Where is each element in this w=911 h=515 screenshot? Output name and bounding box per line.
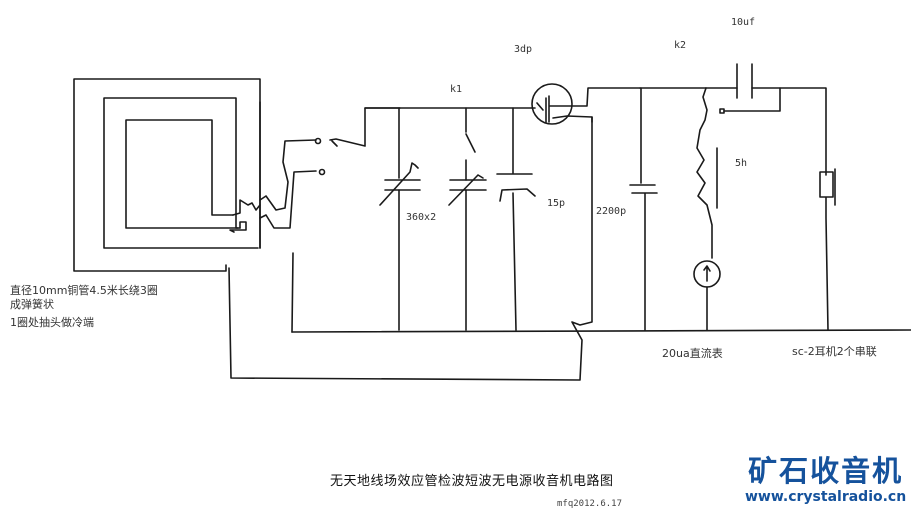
label-2200p: 2200p bbox=[596, 206, 627, 217]
author-date: mfq2012.6.17 bbox=[557, 499, 623, 509]
site-logo: 矿石收音机 www.crystalradio.cn bbox=[745, 455, 906, 507]
variable-capacitor-360x2 bbox=[379, 107, 487, 331]
label-15p: 15p bbox=[547, 198, 566, 209]
antenna-leads bbox=[259, 107, 401, 229]
label-k1: k1 bbox=[450, 84, 463, 95]
earphone bbox=[819, 168, 836, 331]
label-10uf: 10uf bbox=[731, 17, 756, 28]
coil-note: 直径10mm铜管4.5米长绕3圈 成弹簧状 1圈处抽头做冷端 bbox=[10, 284, 158, 330]
label-5h: 5h bbox=[735, 158, 748, 169]
coil-note-line3: 1圈处抽头做冷端 bbox=[10, 316, 94, 329]
fet-transistor-3dp bbox=[228, 83, 641, 381]
logo-url: www.crystalradio.cn bbox=[745, 489, 907, 505]
coil-note-line2: 成弹簧状 bbox=[10, 298, 54, 311]
diagram-title: 无天地线场效应管检波短波无电源收音机电路图 bbox=[330, 474, 614, 489]
label-3dp: 3dp bbox=[514, 44, 533, 55]
capacitor-2200p bbox=[629, 87, 658, 331]
label-k2: k2 bbox=[674, 40, 687, 51]
label-360x2: 360x2 bbox=[406, 212, 437, 223]
trimmer-capacitor-15p bbox=[496, 107, 536, 331]
switch-k2-and-choke bbox=[639, 63, 827, 259]
dc-meter-20ua bbox=[693, 260, 721, 331]
bottom-rail bbox=[291, 329, 911, 333]
label-earphone: sc-2耳机2个串联 bbox=[792, 345, 877, 358]
loop-antenna-coil bbox=[73, 78, 261, 272]
logo-name: 矿石收音机 bbox=[748, 454, 904, 488]
coil-note-line1: 直径10mm铜管4.5米长绕3圈 bbox=[10, 284, 158, 297]
label-meter: 20ua直流表 bbox=[662, 347, 723, 360]
